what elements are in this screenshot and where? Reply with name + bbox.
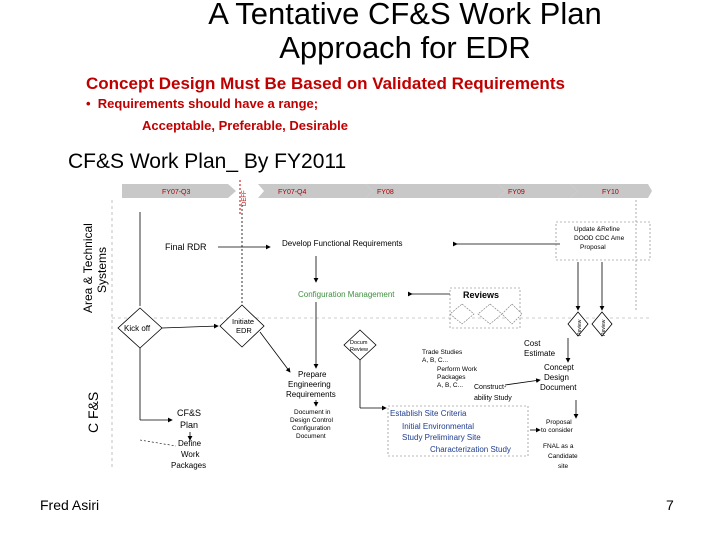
node-update-refine-2: DOOD CDC Ame (574, 235, 625, 242)
node-site-criteria-4: Characterization Study (430, 445, 511, 454)
node-proposal-3: FNAL as a (543, 443, 574, 450)
bullet-icon: • (86, 96, 98, 111)
node-document-design-2: Design Control (290, 417, 334, 424)
node-update-refine-1: Update &Refine (574, 226, 620, 233)
timeline-label-1: FY07-Q3 (162, 189, 191, 196)
bullet-text: Requirements should have a range; (97, 96, 319, 111)
node-perform-work-2: Packages (437, 374, 466, 381)
timeline: FY07-Q3 FY07-Q4 FY08 FY09 FY10 DEFF (122, 180, 652, 215)
node-prepare-eng-3: Requirements (286, 390, 336, 399)
bullet-point: • Requirements should have a range; (86, 96, 318, 111)
slide-title-line-2: Approach for EDR (279, 30, 531, 65)
node-constructability-1: Construct- (474, 384, 507, 391)
node-prepare-eng-2: Engineering (288, 380, 331, 389)
node-prepare-eng-1: Prepare (298, 370, 327, 379)
node-initiate-edr-2: EDR (236, 326, 252, 335)
node-cfs-plan-2: Plan (180, 420, 198, 430)
timeline-marker: DEFF (242, 190, 248, 206)
node-initiate-edr-1: Initiate (232, 317, 254, 326)
node-doc-review-1: Docum (350, 340, 368, 346)
node-site-criteria-2: Initial Environmental (402, 422, 474, 431)
headline: Concept Design Must Be Based on Validate… (86, 74, 565, 93)
node-trade-studies-2: A, B, C... (422, 357, 448, 364)
node-small-review-a: Review (577, 319, 583, 336)
lane-label-bottom: C F&S (85, 392, 101, 433)
node-concept-design-2: Design (544, 373, 569, 382)
node-reviews: Reviews (463, 290, 499, 300)
node-proposal-4: Candidate (548, 453, 578, 460)
node-perform-work-3: A, B, C... (437, 382, 463, 389)
node-document-design-3: Configuration (292, 425, 331, 432)
node-concept-design-1: Concept (544, 363, 575, 372)
node-cost-estimate-1: Cost (524, 339, 541, 348)
timeline-label-2: FY07-Q4 (278, 189, 307, 196)
timeline-label-4: FY09 (508, 189, 525, 196)
node-proposal-5: site (558, 463, 569, 470)
slide-title-line-1: A Tentative CF&S Work Plan (208, 0, 602, 31)
node-document-design-1: Document in (294, 409, 331, 416)
node-cfs-plan-1: CF&S (177, 408, 201, 418)
footer-author: Fred Asiri (40, 497, 100, 513)
node-develop-functional: Develop Functional Requirements (282, 239, 403, 248)
node-configuration-management: Configuration Management (298, 290, 395, 299)
timeline-label-3: FY08 (377, 189, 394, 196)
node-document-design-4: Document (296, 433, 326, 440)
node-cost-estimate-2: Estimate (524, 349, 556, 358)
footer-page-number: 7 (666, 497, 674, 513)
node-update-refine-3: Proposal (580, 244, 606, 251)
node-final-rdr: Final RDR (165, 242, 207, 252)
node-constructability-2: ability Study (474, 395, 512, 402)
node-perform-work-1: Perform Work (437, 366, 478, 373)
node-proposal-1: Proposal (546, 419, 572, 426)
node-site-criteria-1: Establish Site Criteria (390, 409, 467, 418)
lane-label-top-1: Area & Technical (81, 223, 95, 313)
bullet-subline: Acceptable, Preferable, Desirable (142, 118, 348, 133)
node-site-criteria-3: Study Preliminary Site (402, 433, 481, 442)
node-define-work-2: Work (181, 450, 201, 459)
lane-label-top-2: Systems (95, 247, 109, 293)
node-define-work-1: Define (178, 439, 202, 448)
node-small-review-b: Review (601, 319, 607, 336)
node-doc-review-2: Review (350, 347, 368, 353)
node-trade-studies-1: Trade Studies (422, 349, 463, 356)
node-define-work-3: Packages (171, 461, 206, 470)
plan-title: CF&S Work Plan_ By FY2011 (68, 150, 347, 173)
node-kick-off: Kick off (124, 324, 151, 333)
node-concept-design-3: Document (540, 383, 577, 392)
timeline-label-5: FY10 (602, 189, 619, 196)
node-proposal-2: to consider (541, 427, 574, 434)
